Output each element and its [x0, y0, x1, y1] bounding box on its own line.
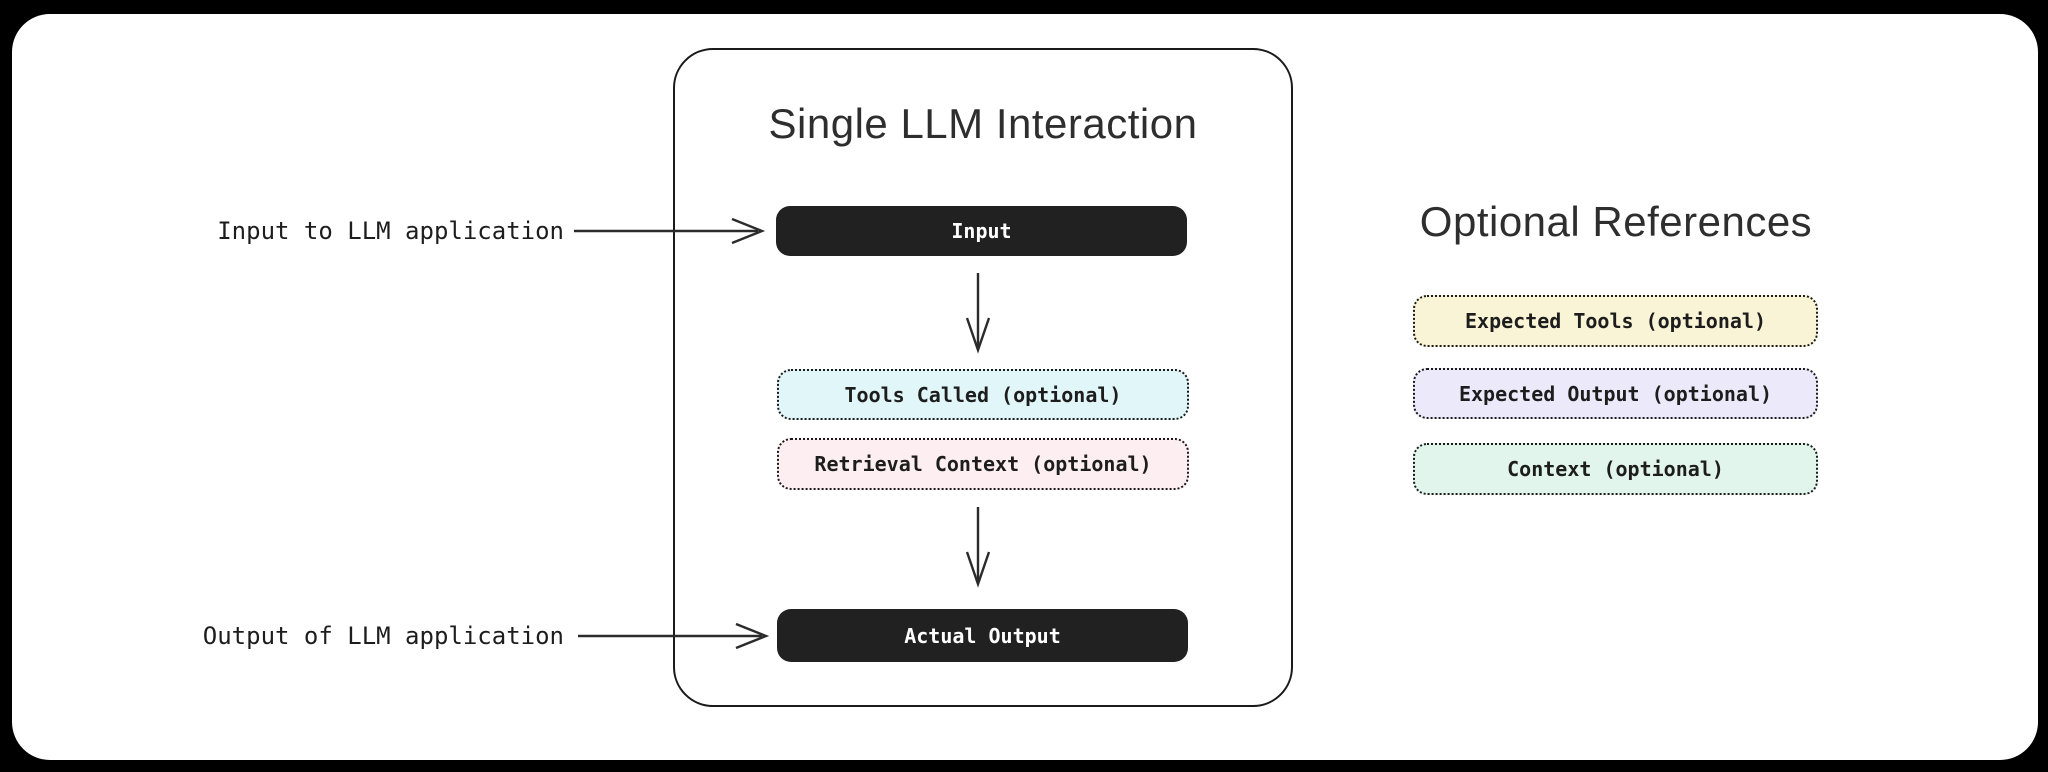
context-reference-label: Context (optional)	[1507, 457, 1724, 481]
tools-called-node: Tools Called (optional)	[777, 369, 1189, 420]
arrow-right-icon	[578, 620, 772, 652]
expected-tools-reference-label: Expected Tools (optional)	[1464, 309, 1767, 333]
arrow-down-icon	[963, 506, 993, 588]
flow-title: Single LLM Interaction	[768, 100, 1198, 147]
background-card: Single LLM Interaction Input Tools Calle…	[12, 14, 2038, 760]
arrow-down-icon	[963, 272, 993, 354]
context-reference: Context (optional)	[1413, 443, 1818, 495]
retrieval-context-node: Retrieval Context (optional)	[777, 438, 1189, 490]
expected-tools-reference: Expected Tools (optional)	[1413, 295, 1818, 347]
expected-output-reference-label: Expected Output (optional)	[1458, 381, 1773, 406]
actual-output-node: Actual Output	[777, 609, 1188, 662]
actual-output-node-label: Actual Output	[904, 623, 1061, 648]
tools-called-node-label: Tools Called (optional)	[844, 382, 1122, 407]
input-node: Input	[776, 206, 1187, 256]
arrow-right-icon	[574, 215, 768, 247]
input-node-label: Input	[951, 219, 1012, 243]
output-annotation-label: Output of LLM application	[202, 622, 564, 650]
input-annotation-label: Input to LLM application	[217, 217, 564, 245]
expected-output-reference: Expected Output (optional)	[1413, 368, 1818, 419]
single-llm-interaction-container: Single LLM Interaction	[673, 48, 1293, 707]
retrieval-context-node-label: Retrieval Context (optional)	[814, 452, 1152, 476]
optional-references-title: Optional References	[1419, 198, 1813, 245]
